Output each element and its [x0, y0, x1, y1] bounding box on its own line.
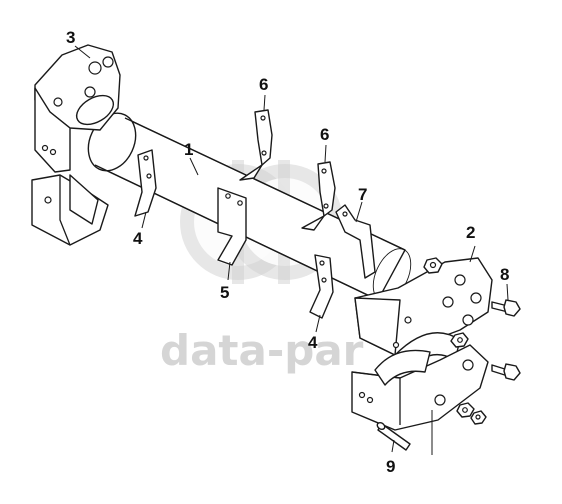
callout-2: 2	[466, 223, 475, 242]
angle-bracket	[335, 204, 376, 279]
callouts: 3 1 2 4 4 5 6 6 7 8 9	[66, 28, 509, 476]
pin-icon	[376, 421, 411, 451]
tab-lower	[317, 161, 336, 217]
nut-icon	[423, 257, 487, 425]
clip-plate-right	[309, 254, 334, 319]
callout-4-left: 4	[133, 229, 143, 248]
callout-3: 3	[66, 28, 75, 47]
callout-5: 5	[220, 283, 229, 302]
clip-plate-left	[134, 149, 157, 217]
callout-8: 8	[500, 265, 509, 284]
left-bracket	[31, 44, 121, 246]
watermark-text: data-par	[160, 326, 364, 375]
callout-1: 1	[184, 140, 193, 159]
tab-upper	[254, 109, 273, 166]
lower-right-bracket	[351, 344, 489, 431]
callout-9: 9	[386, 457, 395, 476]
clip-plate-center	[217, 187, 247, 266]
pointer-arrows	[239, 164, 325, 231]
callout-4-right: 4	[308, 333, 318, 352]
callout-7: 7	[358, 185, 367, 204]
bolt-icon	[491, 299, 521, 381]
leader-lines	[74, 45, 509, 455]
callout-6-upper: 6	[259, 75, 268, 94]
callout-6-lower: 6	[320, 125, 329, 144]
